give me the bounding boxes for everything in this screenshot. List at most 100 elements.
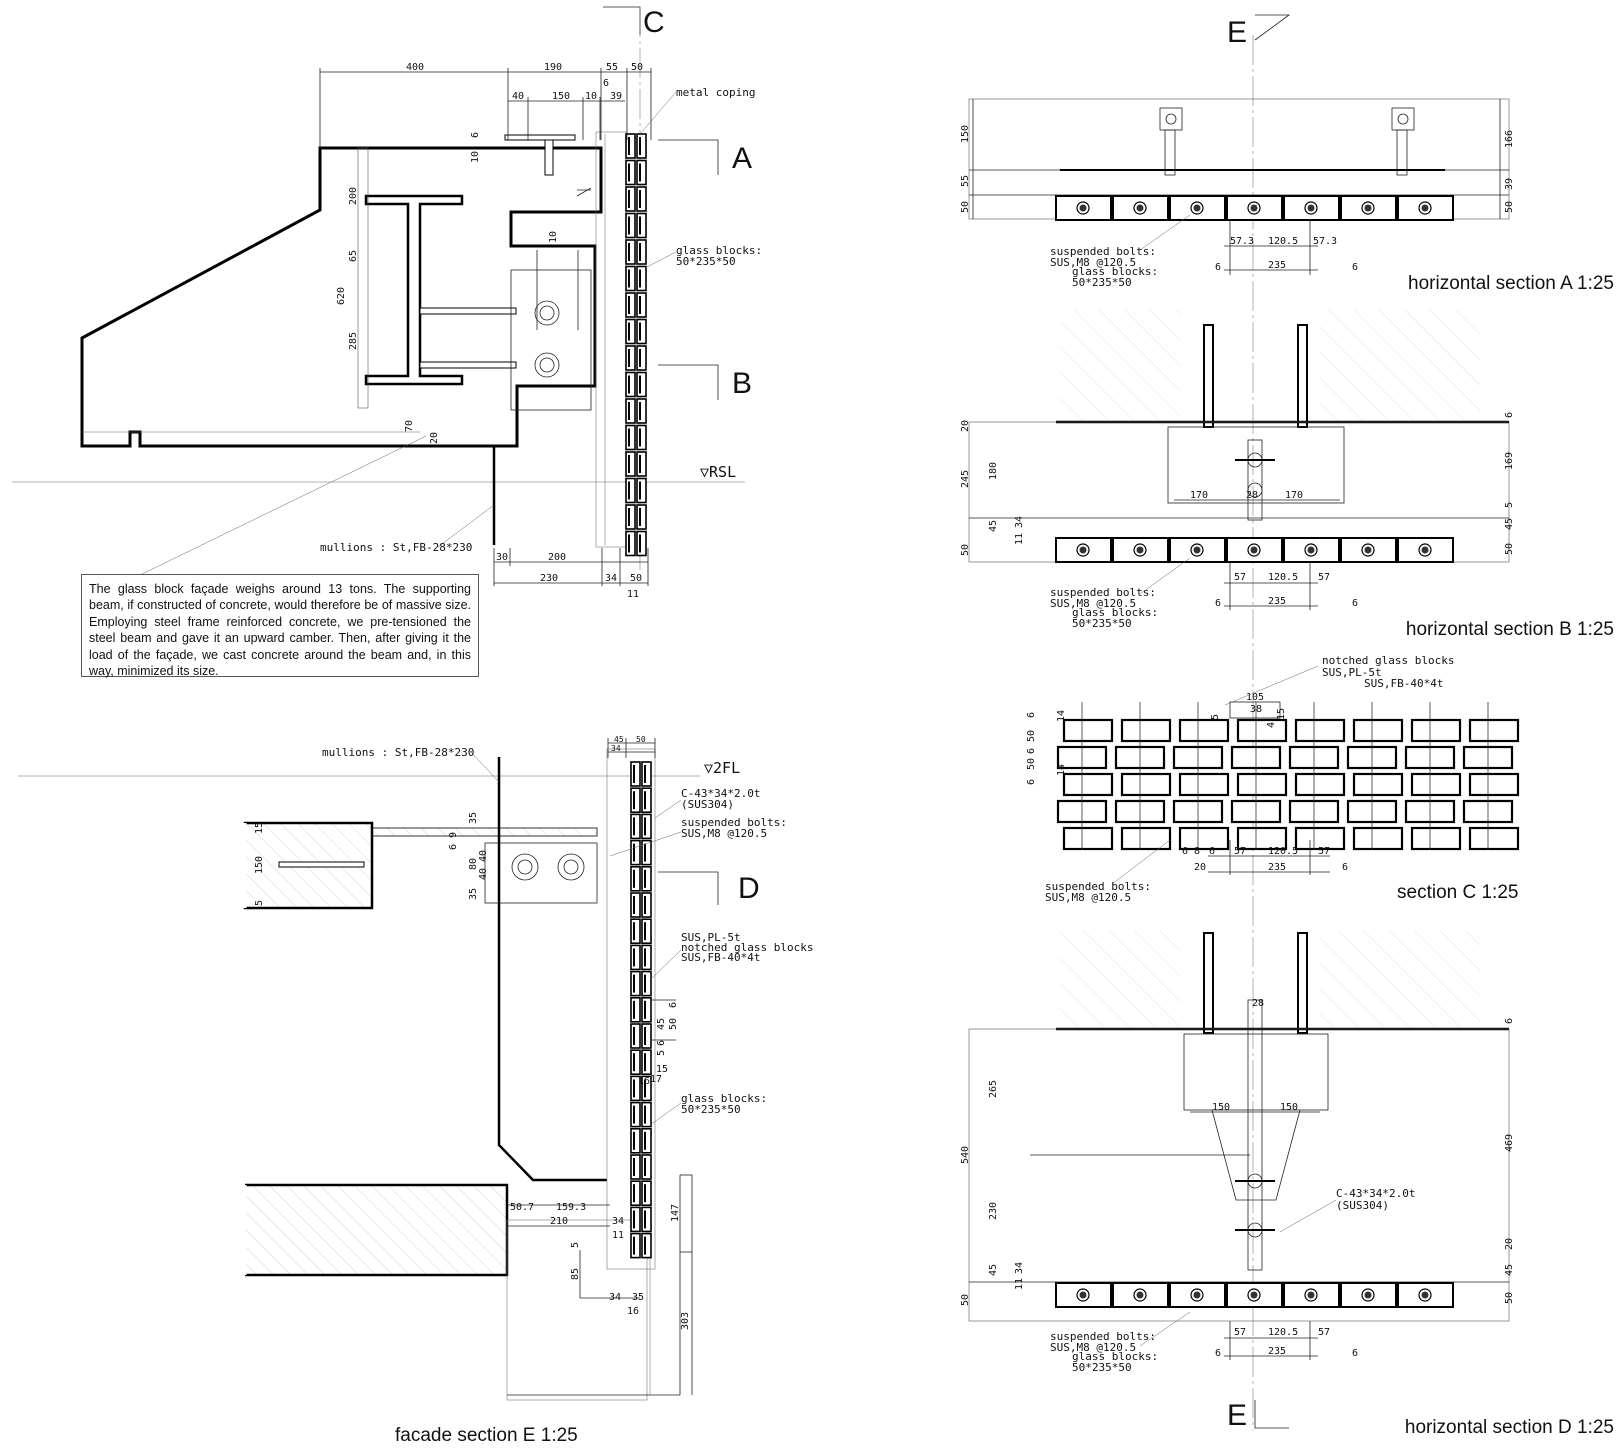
dim-e-11: 11 (612, 1230, 624, 1241)
caption-horizontal-section-d: horizontal section D 1:25 (1405, 1417, 1614, 1438)
glass-block (630, 839, 652, 866)
facade-section-e: ▽2FL D mullions : St,FB-28*230 C-43*34*2… (18, 735, 813, 1401)
dim-b-235: 235 (1268, 596, 1286, 607)
caption-horizontal-section-a: horizontal section A 1:25 (1408, 273, 1614, 294)
dim-e-16: 16 (638, 1076, 650, 1087)
glass-block (625, 186, 647, 212)
glass-block-bolt (1340, 195, 1397, 221)
dim-e-9: 9 (448, 832, 459, 838)
dim-c-57r: 57 (1318, 846, 1330, 857)
dim-e-147: 147 (670, 1204, 681, 1222)
dim-c-14a: 14 (1056, 710, 1067, 722)
label-sus-m8-e: SUS,M8 @120.5 (681, 827, 767, 840)
dim-a-57-3l: 57.3 (1230, 236, 1254, 247)
dim-d-235: 235 (1268, 1346, 1286, 1357)
glass-block-face (1468, 826, 1520, 851)
label-sus-m8-b: SUS,M8 @120.5 (1050, 597, 1136, 610)
glass-block (630, 892, 652, 918)
glass-block-face (1062, 718, 1114, 743)
dim-v-10b: 10 (548, 231, 559, 243)
label-glass-blocks-a: glass blocks: (1072, 265, 1158, 278)
dim-d-57l: 57 (1234, 1327, 1246, 1338)
label-sus-pl-e: SUS,PL-5t (681, 931, 741, 944)
glass-block-face (1178, 826, 1230, 851)
label-sus-fb-e: SUS,FB-40*4t (681, 951, 760, 964)
glass-block (625, 133, 647, 159)
dim-e-210: 210 (550, 1216, 568, 1227)
glass-block (625, 398, 647, 424)
caption-horizontal-section-b: horizontal section B 1:25 (1406, 619, 1614, 640)
label-glass-blocks-size-e: 50*235*50 (681, 1103, 741, 1116)
label-glass-blocks-d: glass blocks: (1072, 1350, 1158, 1363)
glass-block-bolt (1340, 1282, 1397, 1308)
dim-34: 34 (605, 573, 617, 584)
dim-c-5: 5 (1210, 714, 1221, 720)
glass-block (625, 345, 647, 371)
dim-e-15b: 15 (656, 1064, 668, 1075)
dim-39: 39 (610, 91, 622, 102)
glass-block-face (1468, 718, 1520, 743)
glass-block (625, 424, 647, 451)
glass-block-bolt (1340, 537, 1397, 563)
glass-block (625, 159, 647, 186)
dim-d-6r: 6 (1352, 1348, 1358, 1359)
label-sus304-d: (SUS304) (1336, 1199, 1389, 1212)
dim-e-17: 17 (650, 1074, 662, 1085)
glass-block (630, 1206, 652, 1233)
marker-e-top: E (1227, 16, 1247, 49)
caption-facade-section-e: facade section E 1:25 (395, 1425, 578, 1446)
label-sus-pl-c: SUS,PL-5t (1322, 666, 1382, 679)
label-suspended-bolts-c: suspended bolts: (1045, 880, 1151, 893)
glass-block-bolt (1169, 537, 1226, 563)
dim-a-6l: 6 (1215, 262, 1221, 273)
label-metal-coping: metal coping (676, 86, 755, 99)
dim-c-6d: 6 (1182, 846, 1188, 857)
dim-a-50: 50 (960, 201, 971, 213)
glass-block-face (1178, 772, 1230, 797)
dim-d-28: 28 (1252, 998, 1264, 1009)
glass-block (630, 1049, 652, 1075)
dim-a-166: 166 (1504, 130, 1515, 148)
label-sus-m8-a: SUS,M8 @120.5 (1050, 256, 1136, 269)
glass-block-face (1352, 718, 1404, 743)
glass-block (630, 1101, 652, 1128)
glass-block-bolt (1112, 537, 1169, 563)
dim-d-469: 469 (1504, 1134, 1515, 1152)
dim-v-20: 20 (429, 432, 440, 444)
label-glass-blocks-size-a: 50*235*50 (1072, 276, 1132, 289)
label-suspended-bolts-d: suspended bolts: (1050, 1330, 1156, 1343)
dim-b-170r: 170 (1285, 490, 1303, 501)
glass-block-bolt (1169, 195, 1226, 221)
glass-block-face (1120, 826, 1172, 851)
label-sus-m8-c: SUS,M8 @120.5 (1045, 891, 1131, 904)
glass-block-face (1410, 772, 1462, 797)
glass-block (625, 292, 647, 318)
glass-block (630, 1023, 652, 1049)
glass-block-bolt (1283, 1282, 1340, 1308)
label-c-channel-e: C-43*34*2.0t (681, 787, 760, 800)
dim-b-6r: 6 (1504, 412, 1515, 418)
dim-d-57r: 57 (1318, 1327, 1330, 1338)
dim-50: 50 (631, 62, 643, 73)
dim-40: 40 (512, 91, 524, 102)
marker-a: A (732, 142, 752, 175)
dim-e-15: 15 (254, 822, 265, 834)
section-c: 105 38 5 4 15 6 14 50 6 50 14 6 6 8 6 57… (1026, 654, 1520, 904)
dim-c-4: 4 (1266, 722, 1277, 728)
dim-e-45: 45 (614, 735, 624, 744)
dim-e-80: 80 (468, 858, 479, 870)
glass-block-face (1120, 718, 1172, 743)
dim-b-57r: 57 (1318, 572, 1330, 583)
dim-v-65: 65 (348, 250, 359, 262)
dim-11: 11 (627, 589, 639, 600)
dim-v-200: 200 (348, 187, 359, 205)
glass-block-bolt (1397, 1282, 1454, 1308)
dim-b-170l: 170 (1190, 490, 1208, 501)
dim-e-5b: 5 (656, 1050, 667, 1056)
dim-c-20: 20 (1194, 862, 1206, 873)
dim-e-50c: 50 (668, 1018, 679, 1030)
dim-e-50: 50 (636, 735, 646, 744)
glass-block-face (1352, 826, 1404, 851)
label-suspended-bolts-e: suspended bolts: (681, 816, 787, 829)
